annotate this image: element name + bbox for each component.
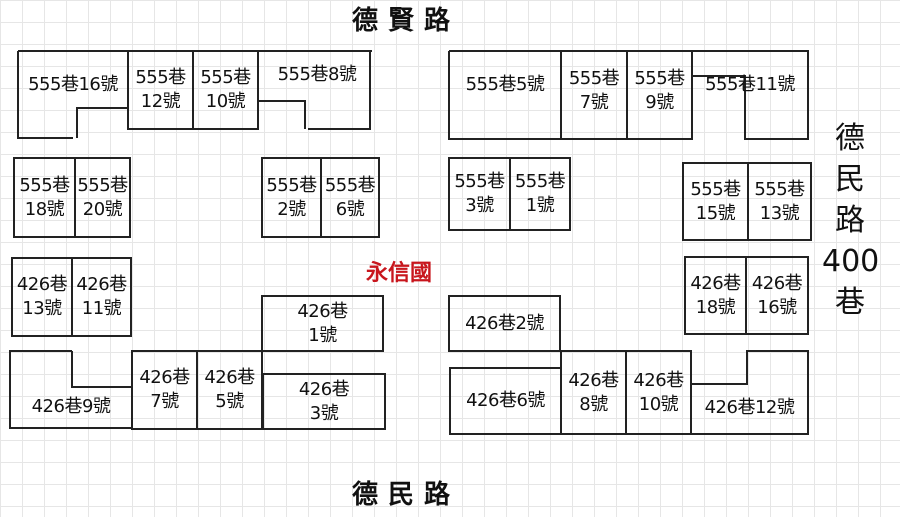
building-555-11: 555巷11號 xyxy=(705,73,795,95)
building-426-10: 426巷 10號 xyxy=(633,369,684,415)
building-426-9: 426巷9號 xyxy=(31,396,111,417)
road-char: 民 xyxy=(835,162,865,197)
building-426-7: 426巷 7號 xyxy=(139,367,190,412)
building-555-10: 555巷 10號 xyxy=(200,67,251,112)
building-555-18: 555巷 18號 xyxy=(19,174,70,220)
road-char: 路 xyxy=(835,203,865,238)
building-426-3: 426巷 3號 xyxy=(298,378,350,424)
building-426-12: 426巷12號 xyxy=(704,397,795,418)
building-555-5: 555巷5號 xyxy=(465,73,545,95)
building-426-18: 426巷 18號 xyxy=(690,272,741,318)
building-555-9: 555巷 9號 xyxy=(634,68,685,113)
building-426-8: 426巷 8號 xyxy=(568,369,619,415)
building-555-1: 555巷 1號 xyxy=(514,171,566,216)
building-555-15: 555巷 15號 xyxy=(690,178,741,224)
road-char: 400 xyxy=(822,244,880,279)
building-555-16: 555巷16號 xyxy=(28,74,118,95)
building-426-6: 426巷6號 xyxy=(466,390,545,411)
building-555-12: 555巷 12號 xyxy=(135,67,186,112)
building-555-2: 555巷 2號 xyxy=(266,174,317,220)
building-426-1: 426巷 1號 xyxy=(297,300,348,346)
building-555-7: 555巷 7號 xyxy=(568,68,620,113)
road-label-top: 德賢路 xyxy=(352,6,461,36)
building-555-20: 555巷 20號 xyxy=(77,174,128,220)
building-555-8: 555巷8號 xyxy=(277,64,357,85)
building-426-11: 426巷 11號 xyxy=(76,274,127,319)
road-char: 德 xyxy=(835,121,865,156)
building-426-13: 426巷 13號 xyxy=(16,274,68,319)
building-426-2: 426巷2號 xyxy=(465,312,544,334)
road-label-right: 德 民 路 400 巷 xyxy=(822,118,880,323)
school-label: 永信國 xyxy=(366,261,433,286)
building-426-5: 426巷 5號 xyxy=(204,367,255,412)
building-555-6: 555巷 6號 xyxy=(324,174,376,220)
building-426-16: 426巷 16號 xyxy=(751,272,803,318)
building-555-3: 555巷 3號 xyxy=(454,171,505,216)
road-label-bottom: 德民路 xyxy=(352,480,461,510)
building-555-13: 555巷 13號 xyxy=(754,178,805,224)
road-char: 巷 xyxy=(835,285,865,320)
